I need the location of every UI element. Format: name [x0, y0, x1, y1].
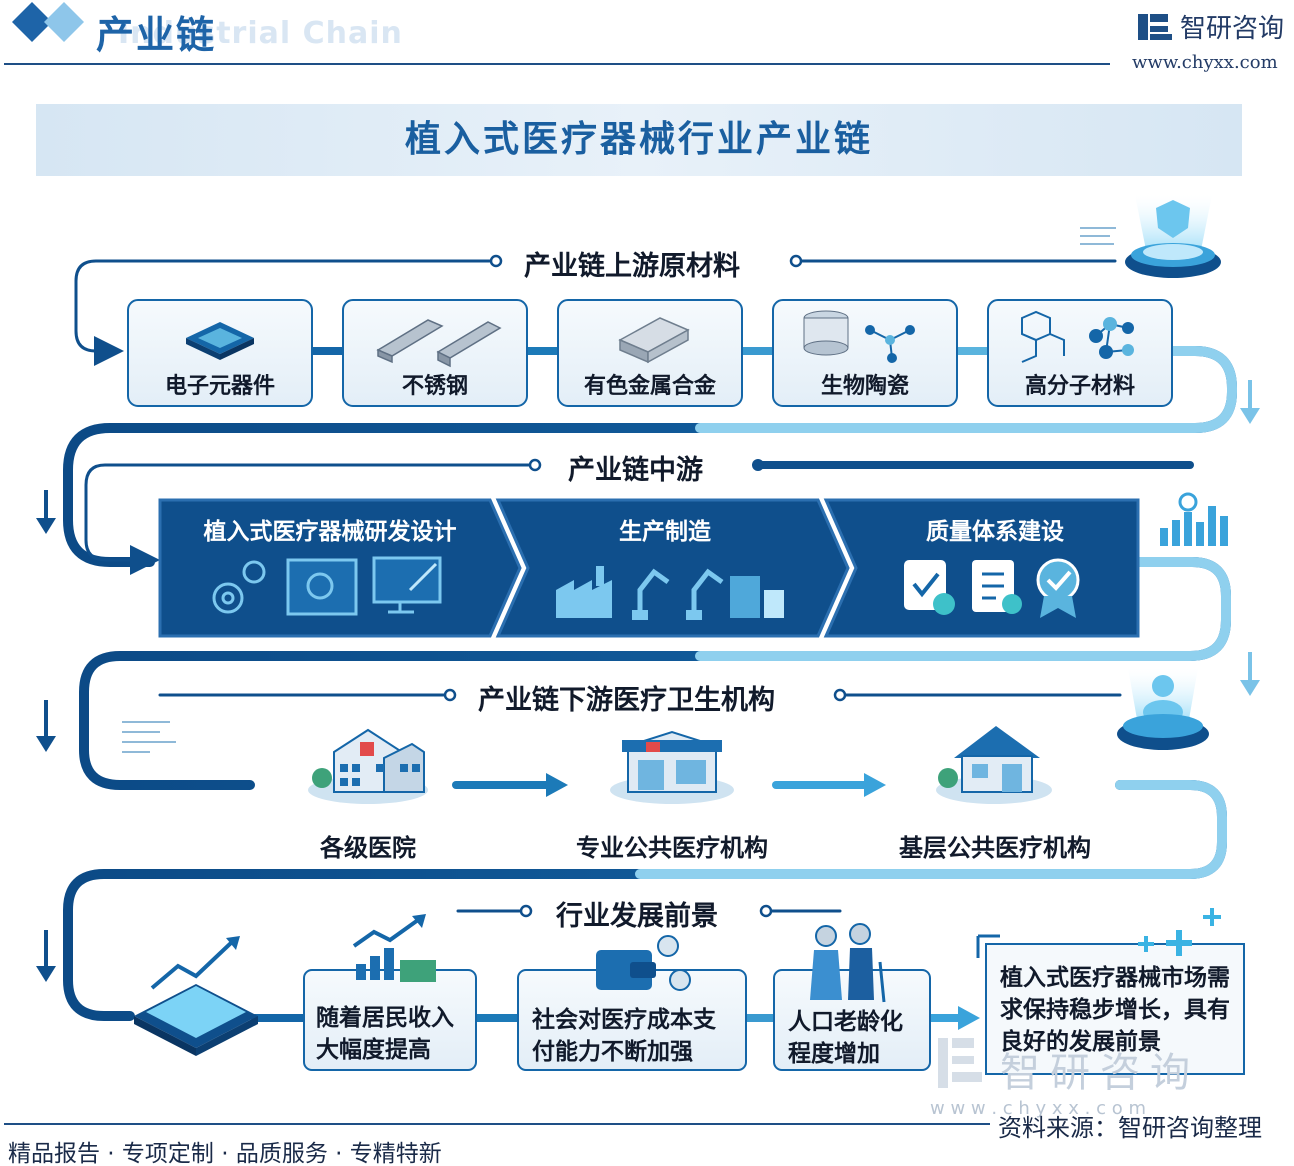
metal-ingot-icon — [618, 317, 690, 364]
footer-slogan: 精品报告 · 专项定制 · 品质服务 · 专精特新 — [8, 1141, 442, 1166]
growth-platform-icon — [134, 936, 258, 1056]
upstream-title: 产业链上游原材料 — [524, 251, 740, 282]
brand-name: 智研咨询 — [1180, 14, 1285, 44]
prospect-conclusion: 植入式医疗器械市场需求保持稳步增长，具有良好的发展前景 — [1000, 965, 1230, 1055]
bar-chart-decoration-icon — [1160, 492, 1228, 546]
steel-beam-icon — [376, 319, 502, 368]
shield-hologram-icon — [1125, 195, 1221, 278]
quality-check-icon — [904, 558, 1080, 618]
prospect-item-label: 人口老龄化程度增加 — [788, 1009, 903, 1067]
elderly-icon — [810, 923, 886, 1003]
watermark-logo — [938, 1038, 982, 1088]
downstream-item-label: 专业公共医疗机构 — [576, 834, 768, 862]
downstream-item-label: 各级医院 — [320, 834, 416, 862]
design-icon — [212, 556, 442, 616]
chip-icon — [186, 322, 254, 360]
downstream-title: 产业链下游医疗卫生机构 — [478, 685, 775, 716]
upstream-item-label: 生物陶瓷 — [820, 374, 909, 399]
person-hologram-icon — [1117, 668, 1209, 750]
header-diamond-icon — [12, 2, 84, 42]
conclusion-card — [976, 934, 1245, 1075]
header-subtitle: Industrial Chain — [118, 16, 403, 51]
midstream-item-label: 生产制造 — [619, 519, 711, 545]
wallet-icon — [596, 935, 691, 991]
upstream-item-label: 电子元器件 — [164, 374, 275, 399]
watermark-text: 智研咨询 — [1000, 1050, 1200, 1096]
factory-robot-icon — [556, 566, 784, 620]
prospect-cards — [303, 969, 931, 1071]
hospital-icon — [308, 728, 428, 804]
watermark-url: w w w . c h y x x . c o m — [930, 1098, 1146, 1119]
code-lines-decoration — [122, 227, 1116, 753]
community-clinic-icon — [936, 726, 1052, 804]
midstream-title: 产业链中游 — [568, 455, 703, 486]
polymer-icon — [1021, 310, 1134, 363]
midstream-item-label: 质量体系建设 — [926, 519, 1064, 545]
plus-sign-icon — [1138, 908, 1221, 956]
upstream-item-label: 有色金属合金 — [583, 374, 716, 399]
income-growth-icon — [352, 914, 436, 982]
upstream-item-label: 不锈钢 — [401, 374, 468, 399]
bioceramic-icon — [803, 310, 915, 363]
source-note: 资料来源：智研咨询整理 — [998, 1114, 1262, 1142]
header-title: 产业链 — [96, 13, 217, 57]
upstream-item-label: 高分子材料 — [1024, 374, 1135, 399]
downstream-item-label: 基层公共医疗机构 — [899, 834, 1091, 862]
clinic-icon — [610, 730, 734, 804]
brand-logo-icon — [1138, 14, 1172, 40]
prospect-item-label: 随着居民收入大幅度提高 — [316, 1005, 454, 1063]
brand-url: www.chyxx.com — [1132, 52, 1278, 73]
prospects-title: 行业发展前景 — [556, 901, 718, 932]
page-title: 植入式医疗器械行业产业链 — [404, 119, 873, 160]
prospect-item-label: 社会对医疗成本支付能力不断加强 — [532, 1007, 716, 1065]
midstream-item-label: 植入式医疗器械研发设计 — [203, 519, 457, 545]
